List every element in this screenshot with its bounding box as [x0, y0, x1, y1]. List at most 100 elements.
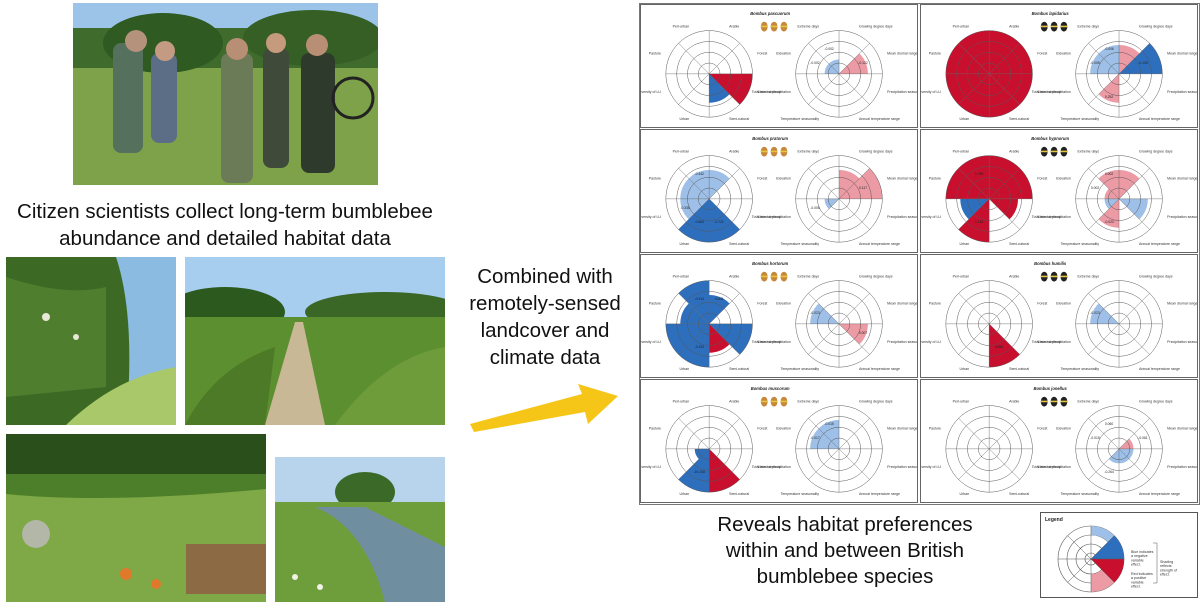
- landcover-value-label: -0.722: [714, 220, 724, 224]
- caption-reveals: Reveals habitat preferences within and b…: [680, 512, 1010, 590]
- climate-axis-label: Growing degree days: [859, 400, 893, 404]
- landcover-axis-label: Semi-natural: [1009, 492, 1029, 496]
- landcover-spoke: [709, 43, 740, 75]
- landcover-sector-fill: [958, 198, 990, 243]
- climate-sector-fill: [839, 53, 868, 74]
- landcover-axis-label: Pasture: [929, 427, 941, 431]
- climate-axis-label: Annual temperature range: [1139, 492, 1180, 496]
- climate-axis-label: Annual temperature range: [859, 367, 900, 371]
- bumblebee-icon: [1050, 396, 1058, 407]
- climate-axis-label: Precipitation seasonality: [1167, 215, 1197, 219]
- landcover-axis-label: Semi-natural: [729, 492, 749, 496]
- climate-spoke: [1088, 418, 1120, 450]
- climate-spoke: [1118, 198, 1150, 230]
- landcover-axis-label: Arable: [1009, 400, 1019, 404]
- climate-spoke: [808, 198, 840, 230]
- climate-axis-label: Elevation: [1056, 302, 1071, 306]
- caption-line: bumblebee species: [756, 565, 934, 588]
- climate-spoke: [1118, 168, 1150, 200]
- landcover-sector-fill: [680, 178, 710, 199]
- landcover-axis-label: Pasture: [929, 52, 941, 56]
- landcover-sector-fill: [945, 168, 990, 199]
- bumblebee-icon: [770, 271, 778, 282]
- climate-sector-fill: [1119, 448, 1134, 460]
- bumblebee-icon: [1040, 146, 1048, 157]
- climate-axis-label: Mean diurnal range: [887, 52, 917, 56]
- climate-value-label: 0.117: [859, 186, 867, 190]
- bumblebee-icon: [1040, 396, 1048, 407]
- landcover-spoke: [989, 198, 1020, 230]
- landcover-sector-fill: [709, 73, 720, 89]
- landcover-spoke: [989, 168, 1020, 200]
- landcover-spoke: [958, 43, 990, 75]
- landcover-axis-label: Pasture: [649, 427, 661, 431]
- climate-value-label: 0.002: [1105, 172, 1113, 176]
- climate-sector-fill: [1098, 45, 1120, 74]
- climate-axis-label: Growing degree days: [1139, 275, 1173, 279]
- caption-line: Citizen scientists collect long-term bum…: [17, 200, 433, 223]
- landcover-axis-label: Forest: [1037, 177, 1047, 181]
- landcover-sector-fill: [678, 198, 710, 243]
- climate-sector-fill: [1108, 448, 1120, 464]
- landcover-axis-label: Semi-natural: [729, 117, 749, 121]
- landcover-sector-fill: [989, 30, 1020, 74]
- bumblebee-icon: [780, 146, 788, 157]
- climate-spoke: [808, 293, 840, 325]
- landcover-axis-label: Arable: [729, 275, 739, 279]
- landcover-spoke: [709, 323, 740, 355]
- caption-combined-data: Combined with remotely-sensed landcover …: [462, 263, 628, 371]
- climate-axis-label: Elevation: [776, 177, 791, 181]
- climate-value-label: -0.002: [810, 61, 820, 65]
- landcover-value-label: 1.756: [975, 172, 983, 176]
- climate-axis-label: Mean diurnal range: [887, 177, 917, 181]
- climate-axis-label: Total annual precipitation: [1032, 90, 1071, 94]
- landcover-axis-label: Peri-urban: [953, 275, 970, 279]
- landcover-axis-label: Semi-natural: [729, 242, 749, 246]
- climate-sector-fill: [824, 198, 840, 210]
- landcover-axis-label: Forest: [1037, 52, 1047, 56]
- landcover-spoke: [709, 168, 740, 200]
- bumblebee-icon: [760, 21, 768, 32]
- landcover-axis-label: Arable: [1009, 25, 1019, 29]
- landcover-value-label: 1.182: [975, 220, 983, 224]
- climate-sector-fill: [839, 170, 860, 199]
- landcover-value-label: -15.108: [694, 470, 705, 474]
- climate-axis-label: Precipitation seasonality: [887, 215, 917, 219]
- landcover-axis-label: Urban: [680, 367, 690, 371]
- landcover-axis-label: Arable: [729, 150, 739, 154]
- climate-spoke: [1088, 448, 1120, 480]
- landcover-axis-label: Peri-urban: [953, 400, 970, 404]
- bumblebee-icon: [780, 396, 788, 407]
- climate-spoke: [808, 448, 840, 480]
- landcover-axis-label: Shannon diversity of LU: [921, 340, 941, 344]
- landcover-axis-label: Urban: [960, 492, 970, 496]
- climate-sector-fill: [1119, 448, 1130, 464]
- climate-value-label: -0.015: [1090, 436, 1100, 440]
- species-name: Bombus jonellus: [1034, 386, 1068, 391]
- climate-sector-fill: [1119, 198, 1148, 220]
- species-name: Bombus hortorum: [752, 261, 788, 266]
- climate-value-label: -0.002: [824, 47, 834, 51]
- landcover-spoke: [678, 73, 710, 105]
- climate-axis-label: Extreme days: [1077, 150, 1099, 154]
- landcover-spoke: [678, 293, 710, 325]
- climate-axis-label: Growing degree days: [1139, 25, 1173, 29]
- bumblebee-icon: [1050, 21, 1058, 32]
- landcover-spoke: [678, 448, 710, 480]
- species-name: Bombus hypnorum: [1031, 136, 1069, 141]
- legend-radar-icon: [1057, 525, 1125, 593]
- climate-sector-fill: [839, 323, 868, 345]
- climate-spoke: [808, 168, 840, 200]
- landcover-sector-fill: [989, 323, 1020, 368]
- landcover-axis-label: Urban: [960, 367, 970, 371]
- landcover-axis-label: Urban: [680, 117, 690, 121]
- climate-axis-label: Growing degree days: [1139, 150, 1173, 154]
- climate-axis-label: Elevation: [776, 52, 791, 56]
- landcover-axis-label: Pasture: [649, 52, 661, 56]
